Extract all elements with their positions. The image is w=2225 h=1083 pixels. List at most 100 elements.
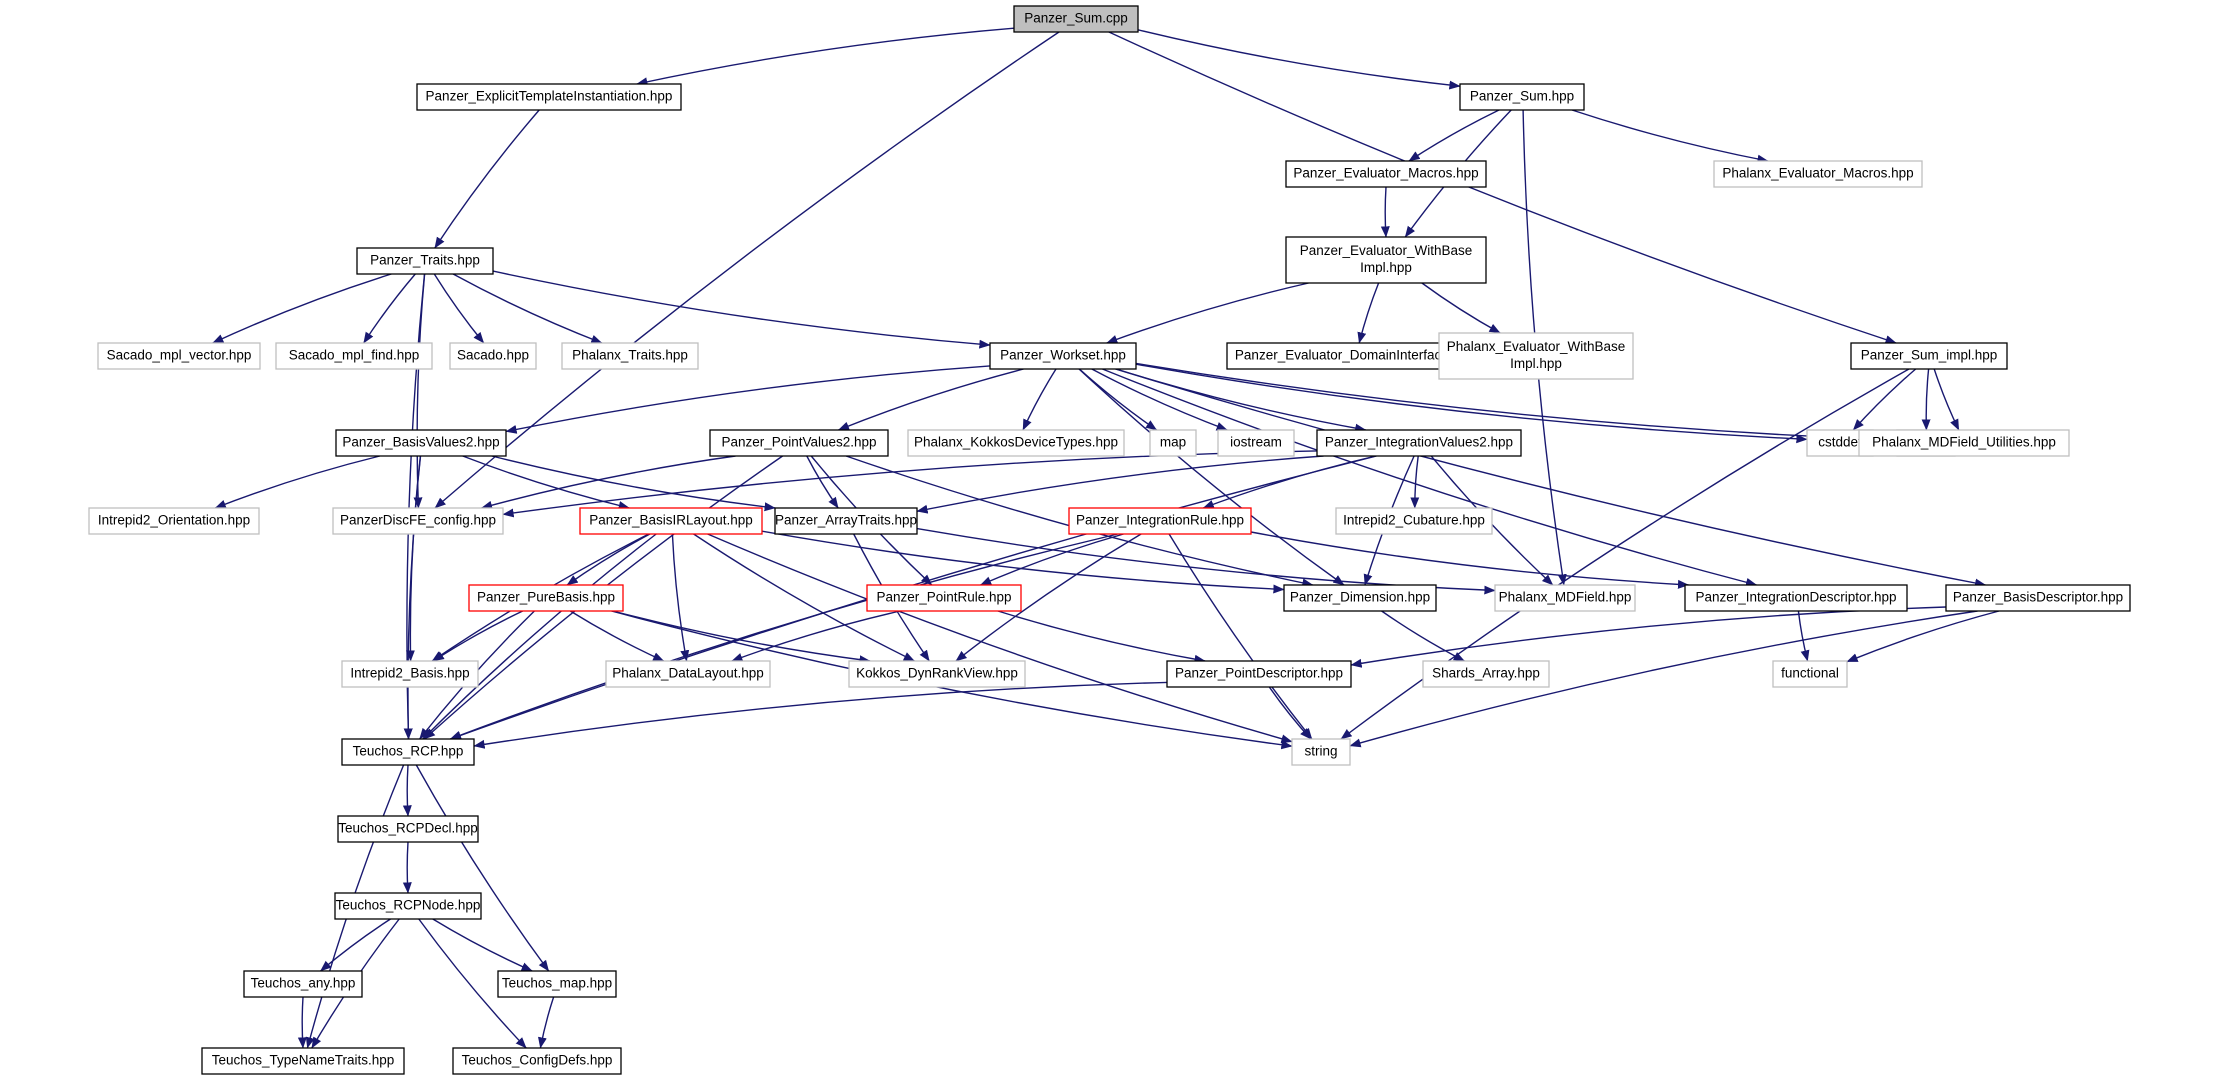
edge-workset-to-vector [1135, 362, 1898, 445]
node-label: Phalanx_Evaluator_Macros.hpp [1722, 166, 1913, 181]
edge-int_values2-to-array_traits [916, 455, 1324, 514]
node-label: string [1304, 744, 1337, 759]
node-label: Teuchos_map.hpp [502, 976, 612, 991]
edge-eval_wbi-to-workset [1106, 282, 1309, 344]
node-point-rule[interactable]: Panzer_PointRule.hpp [866, 584, 1022, 612]
node-int-rule[interactable]: Panzer_IntegrationRule.hpp [1068, 507, 1252, 535]
edge-sum_hpp-to-eval_macros [1408, 109, 1500, 162]
edge-basis_irl-to-kokkos_drv [693, 533, 915, 662]
node-basis-values2[interactable]: Panzer_BasisValues2.hpp [335, 429, 507, 457]
edge-rcp_node-to-config_defs [418, 918, 527, 1049]
node-iostream: iostream [1217, 429, 1295, 457]
node-label: Panzer_PointValues2.hpp [721, 435, 876, 450]
edge-int_rule-to-rcp [449, 533, 1118, 740]
node-label: Intrepid2_Orientation.hpp [98, 513, 250, 528]
node-workset[interactable]: Panzer_Workset.hpp [989, 342, 1137, 370]
node-label: PanzerDiscFE_config.hpp [340, 513, 496, 528]
node-string: string [1291, 738, 1351, 766]
node-label: Panzer_Dimension.hpp [1290, 590, 1430, 605]
edge-eti-to-traits [434, 109, 540, 249]
node-basis-irl[interactable]: Panzer_BasisIRLayout.hpp [579, 507, 763, 535]
node-label: Panzer_Workset.hpp [1000, 348, 1126, 363]
node-int-values2[interactable]: Panzer_IntegrationValues2.hpp [1316, 429, 1522, 457]
edge-eval_macros-to-eval_wbi [1380, 186, 1390, 238]
node-label: Panzer_BasisIRLayout.hpp [589, 513, 753, 528]
node-box [334, 892, 482, 920]
node-box [341, 738, 475, 766]
node-box [88, 507, 260, 535]
edge-sum_impl-to-vector [1921, 368, 1931, 431]
node-box [709, 429, 889, 457]
node-box [1459, 83, 1585, 111]
edge-rcp_decl-to-rcp_node [402, 841, 412, 894]
node-box [1335, 507, 1493, 535]
node-box [1858, 429, 2070, 457]
node-basis-desc[interactable]: Panzer_BasisDescriptor.hpp [1945, 584, 2131, 612]
node-kokkos-drv: Kokkos_DynRankView.hpp [848, 660, 1026, 688]
edge-basis_desc-to-string [1349, 610, 1978, 748]
edge-int_values2-to-discfe [502, 450, 1318, 518]
node-map: map [1149, 429, 1197, 457]
node-tmap[interactable]: Teuchos_map.hpp [497, 970, 617, 998]
edge-workset-to-cstddef [1135, 363, 1808, 444]
node-config-defs[interactable]: Teuchos_ConfigDefs.hpp [452, 1047, 622, 1075]
node-eti[interactable]: Panzer_ExplicitTemplateInstantiation.hpp [416, 83, 682, 111]
node-array-traits[interactable]: Panzer_ArrayTraits.hpp [774, 507, 918, 535]
node-pure-basis[interactable]: Panzer_PureBasis.hpp [468, 584, 624, 612]
node-rcp-node[interactable]: Teuchos_RCPNode.hpp [334, 892, 482, 920]
node-label: Phalanx_Traits.hpp [572, 348, 688, 363]
node-box [1013, 5, 1139, 33]
node-label: Panzer_PointDescriptor.hpp [1175, 666, 1343, 681]
node-label: Sacado_mpl_vector.hpp [107, 348, 252, 363]
node-label: Teuchos_TypeNameTraits.hpp [212, 1053, 395, 1068]
edge-int_rule-to-point_rule [979, 533, 1124, 586]
dependency-edges [212, 27, 2000, 1049]
node-box [774, 507, 918, 535]
node-int-desc[interactable]: Panzer_IntegrationDescriptor.hpp [1684, 584, 1908, 612]
edge-sum_impl-to-phx_mdf_util [1933, 368, 1960, 431]
edge-basis_irl-to-phx_datalayout [671, 533, 690, 662]
edge-basis_values2-to-rcp [403, 455, 422, 740]
node-sacado-vec: Sacado_mpl_vector.hpp [97, 342, 261, 370]
node-label: Panzer_Sum_impl.hpp [1861, 348, 1998, 363]
node-label: Phalanx_MDField.hpp [1499, 590, 1632, 605]
node-eval-macros[interactable]: Panzer_Evaluator_Macros.hpp [1285, 160, 1487, 188]
node-sum-hpp[interactable]: Panzer_Sum.hpp [1459, 83, 1585, 111]
node-rcp[interactable]: Teuchos_RCP.hpp [341, 738, 475, 766]
node-label: iostream [1230, 435, 1282, 450]
node-label: Teuchos_ConfigDefs.hpp [462, 1053, 613, 1068]
node-box [1316, 429, 1522, 457]
node-phx-kokkos: Phalanx_KokkosDeviceTypes.hpp [907, 429, 1125, 457]
node-label: Panzer_Evaluator_Macros.hpp [1293, 166, 1478, 181]
node-label: Teuchos_any.hpp [251, 976, 356, 991]
node-point-values2[interactable]: Panzer_PointValues2.hpp [709, 429, 889, 457]
node-box [1217, 429, 1295, 457]
node-label: Impl.hpp [1510, 356, 1562, 371]
node-point-desc[interactable]: Panzer_PointDescriptor.hpp [1166, 660, 1352, 688]
node-label: Shards_Array.hpp [1432, 666, 1540, 681]
node-sum-impl[interactable]: Panzer_Sum_impl.hpp [1850, 342, 2008, 370]
node-label: Panzer_Evaluator_DomainInterface.hpp [1235, 348, 1475, 363]
edge-workset-to-point_values2 [837, 368, 1024, 431]
edge-dimension-to-shards [1381, 610, 1465, 662]
node-box [356, 247, 494, 275]
edge-pure_basis-to-phx_datalayout [569, 610, 665, 662]
node-traits[interactable]: Panzer_Traits.hpp [356, 247, 494, 275]
edge-basis_values2-to-array_traits [491, 455, 776, 512]
edge-int_rule-to-kokkos_drv [955, 533, 1142, 662]
edge-traits-to-sacado [433, 273, 485, 344]
node-box [452, 1047, 622, 1075]
node-dimension[interactable]: Panzer_Dimension.hpp [1283, 584, 1437, 612]
node-label: Sacado_mpl_find.hpp [289, 348, 420, 363]
node-box [561, 342, 699, 370]
edge-workset-to-int_desc [1102, 368, 1758, 587]
edge-point_desc-to-string [1268, 686, 1312, 740]
node-label: Panzer_PureBasis.hpp [477, 590, 615, 605]
node-typename-traits[interactable]: Teuchos_TypeNameTraits.hpp [201, 1047, 405, 1075]
node-rcp-decl[interactable]: Teuchos_RCPDecl.hpp [337, 815, 479, 843]
node-any[interactable]: Teuchos_any.hpp [243, 970, 363, 998]
edge-workset-to-phx_kokkos [1022, 368, 1057, 431]
